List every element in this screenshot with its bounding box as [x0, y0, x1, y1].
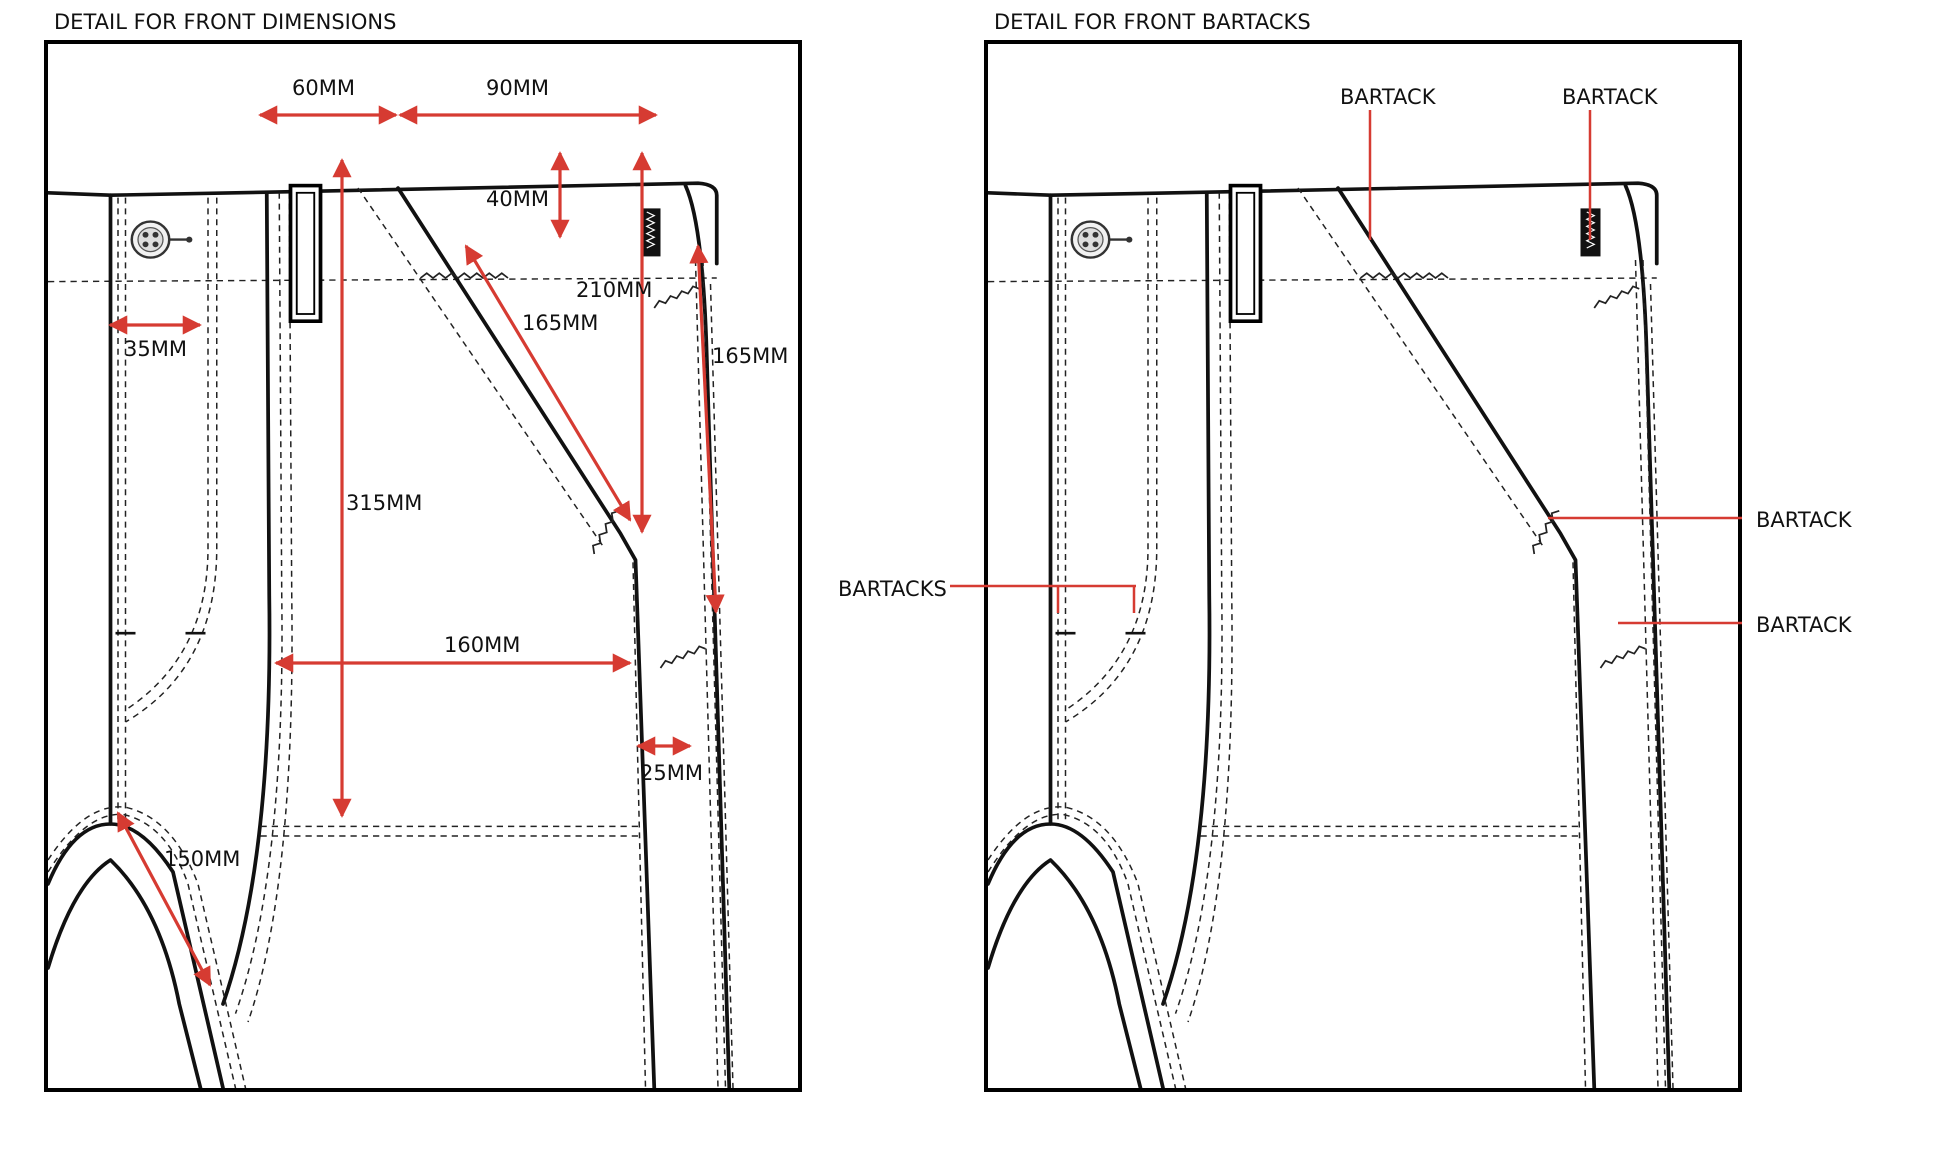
- bartack-label-pocket-top: BARTACK: [1340, 85, 1437, 109]
- dim-25mm-label: 25MM: [640, 761, 703, 785]
- dim-40mm-label: 40MM: [486, 187, 549, 211]
- dim-165mm-side-label: 165MM: [712, 344, 788, 368]
- dimensions-panel-title: DETAIL FOR FRONT DIMENSIONS: [54, 10, 396, 34]
- dim-60mm-label: 60MM: [292, 76, 355, 100]
- dim-150mm-arrow: [116, 811, 212, 987]
- dim-165mm-pocket-arrow: [464, 244, 632, 522]
- dim-315mm-label: 315MM: [346, 491, 422, 515]
- dimensions-frame: [44, 40, 802, 1092]
- bartack-label-pocket-bottom: BARTACK: [1756, 508, 1853, 532]
- bartacks-label-fly: BARTACKS: [838, 577, 947, 601]
- bartacks-panel-title: DETAIL FOR FRONT BARTACKS: [994, 10, 1311, 34]
- dimensions-panel: DETAIL FOR FRONT DIMENSIONS 60MM 90MM 40…: [44, 10, 802, 1092]
- leader-bartacks-fly: [950, 584, 1136, 613]
- dim-150mm-label: 150MM: [164, 847, 240, 871]
- bartack-label-side-seam: BARTACK: [1756, 613, 1853, 637]
- bartacks-panel: DETAIL FOR FRONT BARTACKS BARTACK BARTAC…: [838, 10, 1853, 1092]
- dim-210mm-label: 210MM: [576, 278, 652, 302]
- bartack-label-coin-pocket: BARTACK: [1562, 85, 1659, 109]
- bartacks-frame: [984, 40, 1742, 1092]
- dim-165mm-side-arrow: [689, 244, 725, 614]
- dim-165mm-pocket-label: 165MM: [522, 311, 598, 335]
- dim-35mm-label: 35MM: [124, 337, 187, 361]
- dim-90mm-label: 90MM: [486, 76, 549, 100]
- dim-160mm-label: 160MM: [444, 633, 520, 657]
